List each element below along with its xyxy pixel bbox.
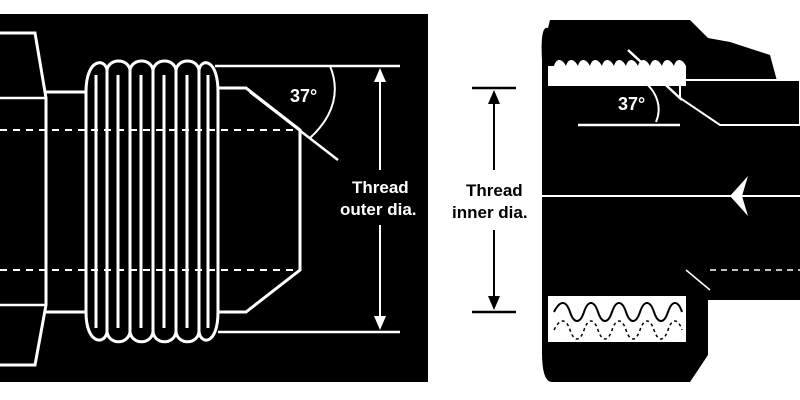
section-break-notch — [730, 176, 748, 216]
angle-arc — [309, 65, 336, 139]
tube-chamfer — [685, 269, 711, 291]
female-angle-arc — [641, 79, 660, 123]
female-angle-label: 37° — [618, 94, 645, 114]
male-angle-label: 37° — [290, 86, 317, 106]
dimension-arrowhead-down — [374, 316, 386, 330]
male-dimension-label-line2: outer dia. — [340, 200, 417, 219]
dimension-arrowhead-up — [374, 68, 386, 82]
male-fitting-diagram: 37° Thread outer dia. — [0, 14, 428, 382]
male-dimension-label-line1: Thread — [352, 178, 409, 197]
flare-seat — [679, 79, 800, 126]
female-fitting-drawing: Thread inner dia. 37° — [452, 20, 800, 382]
angle-flare-line — [249, 91, 339, 161]
inner-dimension-arrowhead-up — [488, 90, 500, 104]
female-thread-top — [548, 60, 686, 86]
hex-nut-outline — [0, 31, 48, 367]
flare-cone — [218, 86, 302, 314]
female-fitting-diagram: Thread inner dia. 37° — [430, 0, 800, 400]
male-fitting-background — [0, 14, 428, 382]
thread-crests — [84, 59, 220, 344]
female-dimension-label-line2: inner dia. — [452, 203, 528, 222]
female-angle-flare-line — [627, 49, 683, 101]
female-dimension-label-line1: Thread — [466, 181, 523, 200]
inner-dimension-arrowhead-down — [488, 296, 500, 310]
male-fitting-drawing: 37° Thread outer dia. — [0, 14, 428, 382]
female-thread-hidden-wave — [553, 320, 683, 340]
female-thread-bottom-wave — [553, 302, 683, 322]
